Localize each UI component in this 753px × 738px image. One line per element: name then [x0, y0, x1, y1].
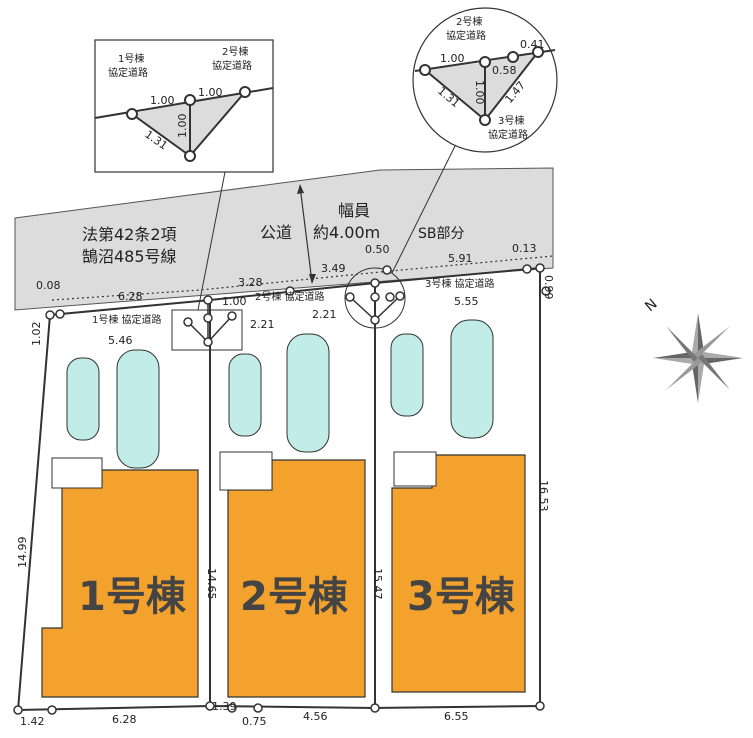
car-1b — [116, 349, 160, 469]
road-type-line2: 鵠沼485号線 — [82, 247, 177, 266]
shared-road-label-3: 3号棟 協定道路 — [425, 277, 495, 290]
dim-013: 0.13 — [512, 242, 537, 255]
building-3-porch — [393, 451, 437, 487]
public-road — [14, 167, 554, 311]
shared-road-label-2: 2号棟 協定道路 — [255, 290, 325, 303]
inset-left-dim-2: 1.00 — [176, 114, 189, 139]
car-2a — [228, 353, 262, 437]
dim-100: 1.00 — [222, 295, 247, 308]
dim-655: 6.55 — [444, 710, 469, 723]
zoom-leader-right — [391, 139, 459, 274]
dim-546: 5.46 — [108, 334, 133, 347]
boundary-markers — [13, 263, 551, 715]
setback-line — [51, 255, 554, 301]
dim-050: 0.50 — [365, 243, 390, 256]
dim-139: 1.39 — [212, 700, 237, 713]
building-1-name: 1号棟 — [78, 574, 187, 620]
inset-right-dim-2: 0.58 — [492, 64, 517, 77]
dim-555: 5.55 — [454, 295, 479, 308]
sb-label: SB部分 — [418, 226, 465, 242]
public-road-label: 公道 — [260, 223, 292, 242]
zoom-circle-right — [344, 267, 406, 329]
road-type-line1: 法第42条2項 — [82, 225, 177, 244]
dim-628-bottom: 6.28 — [112, 713, 137, 726]
building-2-porch — [219, 451, 273, 491]
inset-left: 1号棟 協定道路 2号棟 協定道路 1.00 1.00 1.00 1.31 — [94, 39, 274, 173]
dim-075: 0.75 — [242, 715, 267, 728]
inset-left-label2-line1: 2号棟 — [222, 45, 248, 58]
dim-221b: 2.21 — [312, 308, 337, 321]
inset-right-label2-line2: 協定道路 — [446, 29, 486, 42]
inset-left-label1-line1: 1号棟 — [118, 52, 144, 65]
inset-left-dim-1: 1.00 — [198, 86, 223, 99]
dim-102: 1.02 — [30, 322, 43, 347]
dim-628-top: 6.28 — [118, 290, 143, 303]
zoom-leader-left — [197, 171, 226, 311]
car-3b — [450, 319, 494, 439]
building-1-porch — [51, 457, 103, 489]
building-3-name: 3号棟 — [407, 574, 516, 620]
compass-north-letter: N — [642, 296, 660, 315]
dim-349: 3.49 — [321, 262, 346, 275]
shared-road-2b — [349, 296, 376, 321]
road-width-arrow — [299, 185, 313, 283]
inset-right-label2-line1: 2号棟 — [456, 15, 482, 28]
shared-road-2c — [374, 295, 401, 321]
car-parking — [66, 319, 494, 469]
compass-rose — [653, 313, 743, 403]
arrow-head-top — [297, 184, 304, 194]
inset-right-dim-3: 1.00 — [473, 80, 486, 105]
inset-left-label2-line2: 協定道路 — [212, 59, 252, 72]
inset-right-label3-line2: 協定道路 — [488, 128, 528, 141]
dim-099: 0.99 — [542, 275, 555, 300]
dim-328: 3.28 — [238, 276, 263, 289]
inset-right-label3-line1: 3号棟 — [498, 114, 524, 127]
dim-456: 4.56 — [303, 710, 328, 723]
shared-road-label-1: 1号棟 協定道路 — [92, 313, 162, 326]
inset-right-dim-0: 1.00 — [440, 52, 465, 65]
dim-008: 0.08 — [36, 279, 61, 292]
inset-right-dim-1: 0.41 — [520, 38, 545, 51]
car-1a — [66, 357, 100, 441]
road-width-title: 幅員 — [338, 201, 370, 220]
zoom-box-left — [171, 309, 243, 351]
inset-left-label1-line2: 協定道路 — [108, 66, 148, 79]
dim-1465: 14.65 — [205, 568, 218, 600]
inset-left-dim-0: 1.00 — [150, 94, 175, 107]
dim-1653: 16.53 — [537, 480, 550, 512]
car-2b — [286, 333, 330, 453]
inset-right: 2号棟 協定道路 3号棟 協定道路 1.00 0.41 0.58 1.00 1.… — [412, 7, 558, 153]
lot1-boundary — [16, 300, 211, 712]
dim-221a: 2.21 — [250, 318, 275, 331]
car-3a — [390, 333, 424, 417]
building-2-name: 2号棟 — [240, 574, 349, 620]
dim-591: 5.91 — [448, 252, 473, 265]
shared-road-1b — [207, 315, 233, 343]
building-3 — [391, 454, 526, 693]
dim-1499: 14.99 — [16, 537, 29, 569]
dimension-labels: 0.08 6.28 3.28 3.49 0.50 5.91 0.13 0.99 … — [16, 242, 555, 728]
dim-142: 1.42 — [20, 715, 45, 728]
dim-1547: 15.47 — [371, 568, 384, 600]
arrow-head-bottom — [309, 274, 316, 284]
road-width-value: 約4.00m — [313, 223, 380, 242]
